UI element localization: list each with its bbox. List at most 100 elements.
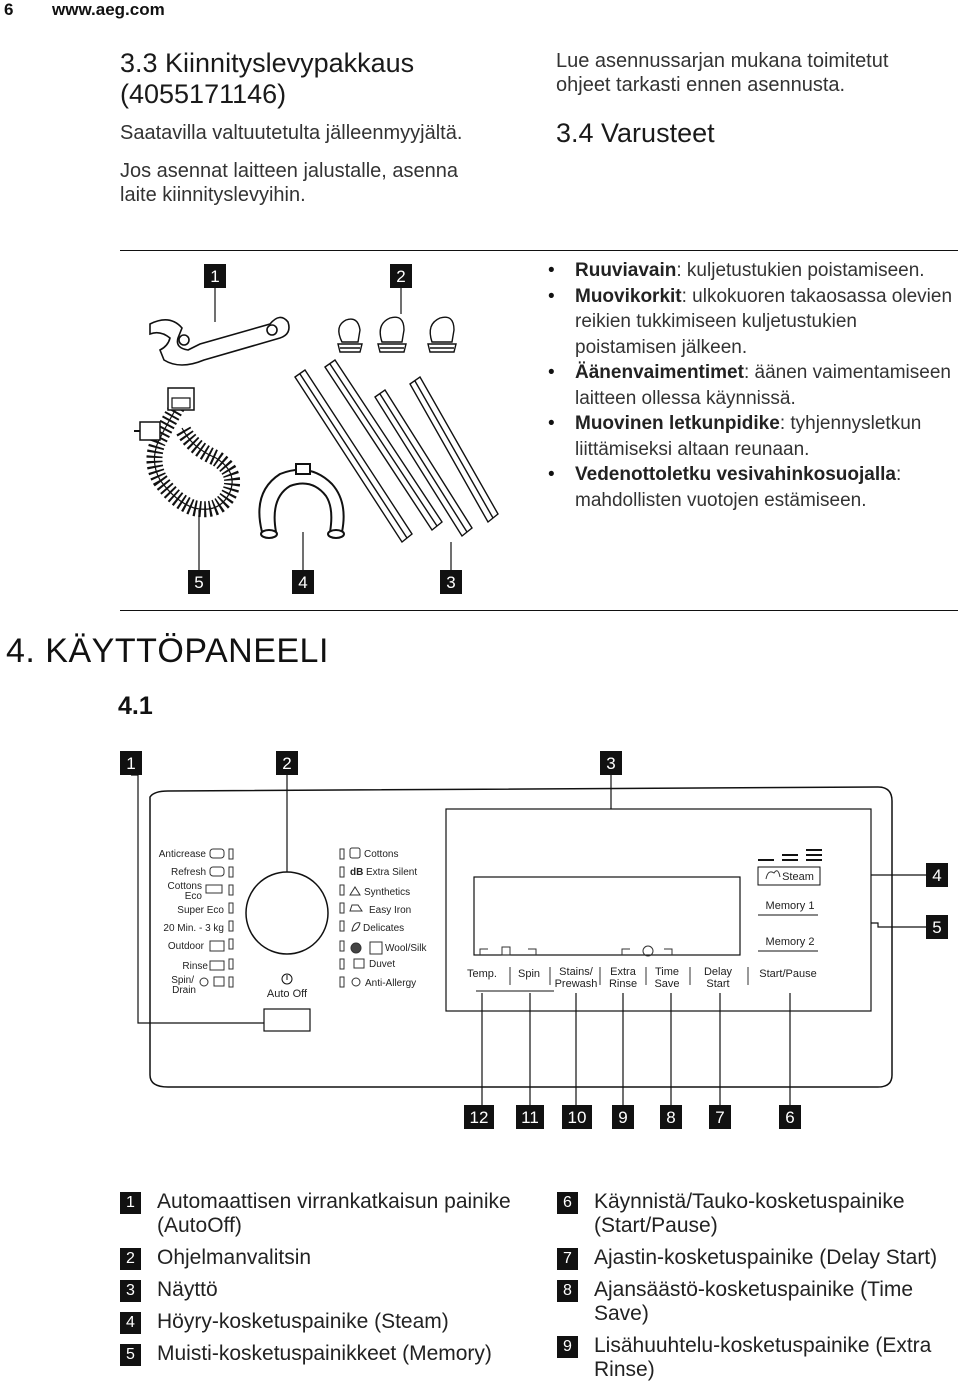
accessory-item: Muovikorkit: ulkokuoren takaosassa olevi… (548, 284, 958, 361)
svg-text:Save: Save (654, 978, 679, 990)
svg-text:1: 1 (126, 754, 135, 773)
section-3-3-para1: Saatavilla valtuutetulta jälleenmyyjältä… (120, 122, 463, 144)
temp-button[interactable]: Temp. (467, 968, 516, 992)
callout-5: 5 (188, 542, 210, 594)
section-3-3-title-line1: 3.3 Kiinnityslevypakkaus (120, 48, 415, 78)
svg-text:Spin: Spin (518, 968, 540, 980)
section-3-3-title: 3.3 Kiinnityslevypakkaus (4055171146) (120, 48, 414, 110)
legend-item: 6 Käynnistä/Tauko-kosketuspainike (Start/… (557, 1190, 952, 1238)
memory-2-button[interactable]: Memory 2 (758, 936, 818, 952)
legend-text: Ajastin-kosketuspainike (Delay Start) (594, 1246, 938, 1269)
accessory-item: Vedenottoletku vesivahinkosuojalla: mahd… (548, 462, 958, 513)
memory-1-label: Memory 1 (766, 900, 815, 912)
memory-2-label: Memory 2 (766, 936, 815, 948)
page-number: 6 (4, 0, 14, 19)
accessory-item: Ruuviavain: kuljetustukien poistamiseen. (548, 258, 958, 284)
stains-prewash-button[interactable]: Stains/ Prewash (555, 966, 598, 990)
program-selector-knob[interactable] (245, 871, 329, 955)
memory-1-button[interactable]: Memory 1 (758, 900, 818, 916)
accessory-item: Muovinen letkunpidike: tyhjennysletkun l… (548, 411, 958, 462)
button-separators (479, 945, 749, 985)
svg-text:Delay: Delay (704, 966, 733, 978)
accessories-illustration: 1 2 5 4 3 (134, 264, 499, 594)
svg-text:7: 7 (715, 1108, 724, 1127)
svg-text:12: 12 (470, 1108, 489, 1127)
section-3-3-para2: Jos asennat laitteen jalustalle, asenna … (120, 159, 458, 207)
install-intro-line1: Lue asennussarjan mukana toimitetut (556, 50, 889, 72)
svg-text:3: 3 (606, 754, 615, 773)
delicates-icon (351, 922, 361, 932)
legend-item: 1 Automaattisen virrankatkaisun painike (… (120, 1190, 540, 1238)
panel-callout-7: 7 (709, 1105, 731, 1129)
accessory-name: Muovikorkit (575, 285, 682, 307)
wool-icon (350, 942, 362, 954)
time-save-button[interactable]: Time Save (654, 966, 679, 990)
install-intro-line2: ohjeet tarkasti ennen asennusta. (556, 74, 846, 96)
lock-icon (501, 946, 511, 956)
callout-3: 3 (440, 542, 462, 594)
svg-text:2: 2 (396, 267, 405, 286)
svg-text:3: 3 (446, 573, 455, 592)
display-screen (473, 876, 741, 956)
legend-number: 8 (557, 1280, 578, 1302)
cottons-icon (349, 847, 361, 859)
legend-text: Lisähuuhtelu-kosketuspainike (Extra Rins… (594, 1334, 932, 1381)
synthetics-icon (349, 886, 361, 896)
legend-text: Muisti-kosketuspainikkeet (Memory) (157, 1342, 492, 1365)
iron-icon (349, 904, 363, 912)
program-right-leds (339, 848, 345, 988)
program-list-left: Anticrease Refresh Cottons Eco Super Eco… (159, 849, 225, 996)
section-3-3-para2-line1: Jos asennat laitteen jalustalle, asenna (120, 160, 459, 182)
callout-4: 4 (292, 532, 314, 594)
svg-text:8: 8 (666, 1108, 675, 1127)
duvet-icon (353, 958, 365, 969)
legend-text: Ajansäästö-kosketuspainike (Time Save) (594, 1278, 914, 1325)
wool-handwash-icon (369, 941, 383, 955)
panel-callout-2: 2 (276, 751, 298, 885)
legend-text: Käynnistä/Tauko-kosketuspainike (Start/P… (594, 1190, 905, 1237)
svg-text:Temp.: Temp. (467, 968, 497, 980)
program-delicates: Delicates (363, 923, 404, 934)
legend-number: 1 (120, 1192, 141, 1214)
program-left-leds (228, 848, 234, 988)
start-pause-button[interactable]: Start/Pause (759, 968, 816, 980)
svg-text:10: 10 (568, 1108, 587, 1127)
panel-callout-1: 1 (120, 751, 264, 1024)
steam-icon (765, 870, 781, 880)
plastic-caps-icon (337, 316, 457, 353)
wrench-icon (149, 316, 290, 366)
legend-text: Höyry-kosketuspainike (Steam) (157, 1310, 449, 1333)
program-synthetics: Synthetics (364, 887, 410, 898)
spin-button[interactable]: Spin (516, 968, 554, 992)
section-3-3-title-line2: (4055171146) (120, 79, 287, 109)
extra-rinse-button[interactable]: Extra Rinse (609, 966, 637, 990)
divider-bottom (120, 610, 958, 611)
site-url[interactable]: www.aeg.com (52, 0, 165, 19)
section-4-1-title: 4.1 (118, 692, 153, 720)
section-3-3-para2-line2: laite kiinnityslevyihin. (120, 184, 306, 206)
legend-text: Automaattisen virrankatkaisun painike (A… (157, 1190, 511, 1237)
program-anticrease: Anticrease (159, 849, 207, 860)
callout-1: 1 (204, 264, 226, 322)
svg-text:4: 4 (298, 573, 307, 592)
accessory-desc: : äänen vaimentamiseen laitteen ollessa … (575, 362, 951, 409)
svg-text:1: 1 (210, 267, 219, 286)
delay-start-button[interactable]: Delay Start (704, 966, 733, 990)
panel-callout-8: 8 (660, 1105, 682, 1129)
legend-number: 6 (557, 1192, 578, 1214)
auto-off-touch-area[interactable] (263, 1008, 311, 1032)
program-extra-silent: Extra Silent (366, 867, 417, 878)
svg-text:Start: Start (706, 978, 729, 990)
svg-text:Time: Time (655, 966, 679, 978)
accessory-desc: : tyhjennysletkun liittämiseksi altaan r… (575, 413, 922, 460)
auto-off-button[interactable]: Auto Off (267, 973, 308, 1000)
program-refresh: Refresh (171, 867, 206, 878)
accessory-name: Muovinen letkunpidike (575, 413, 780, 434)
program-cottons: Cottons (364, 849, 398, 860)
steam-button[interactable]: Steam (757, 866, 821, 886)
auto-off-label: Auto Off (267, 988, 308, 1000)
touch-button-row: Temp. Spin Stains/ Prewash Extra Rinse T… (467, 966, 817, 992)
panel-callout-10: 10 (562, 1105, 592, 1129)
